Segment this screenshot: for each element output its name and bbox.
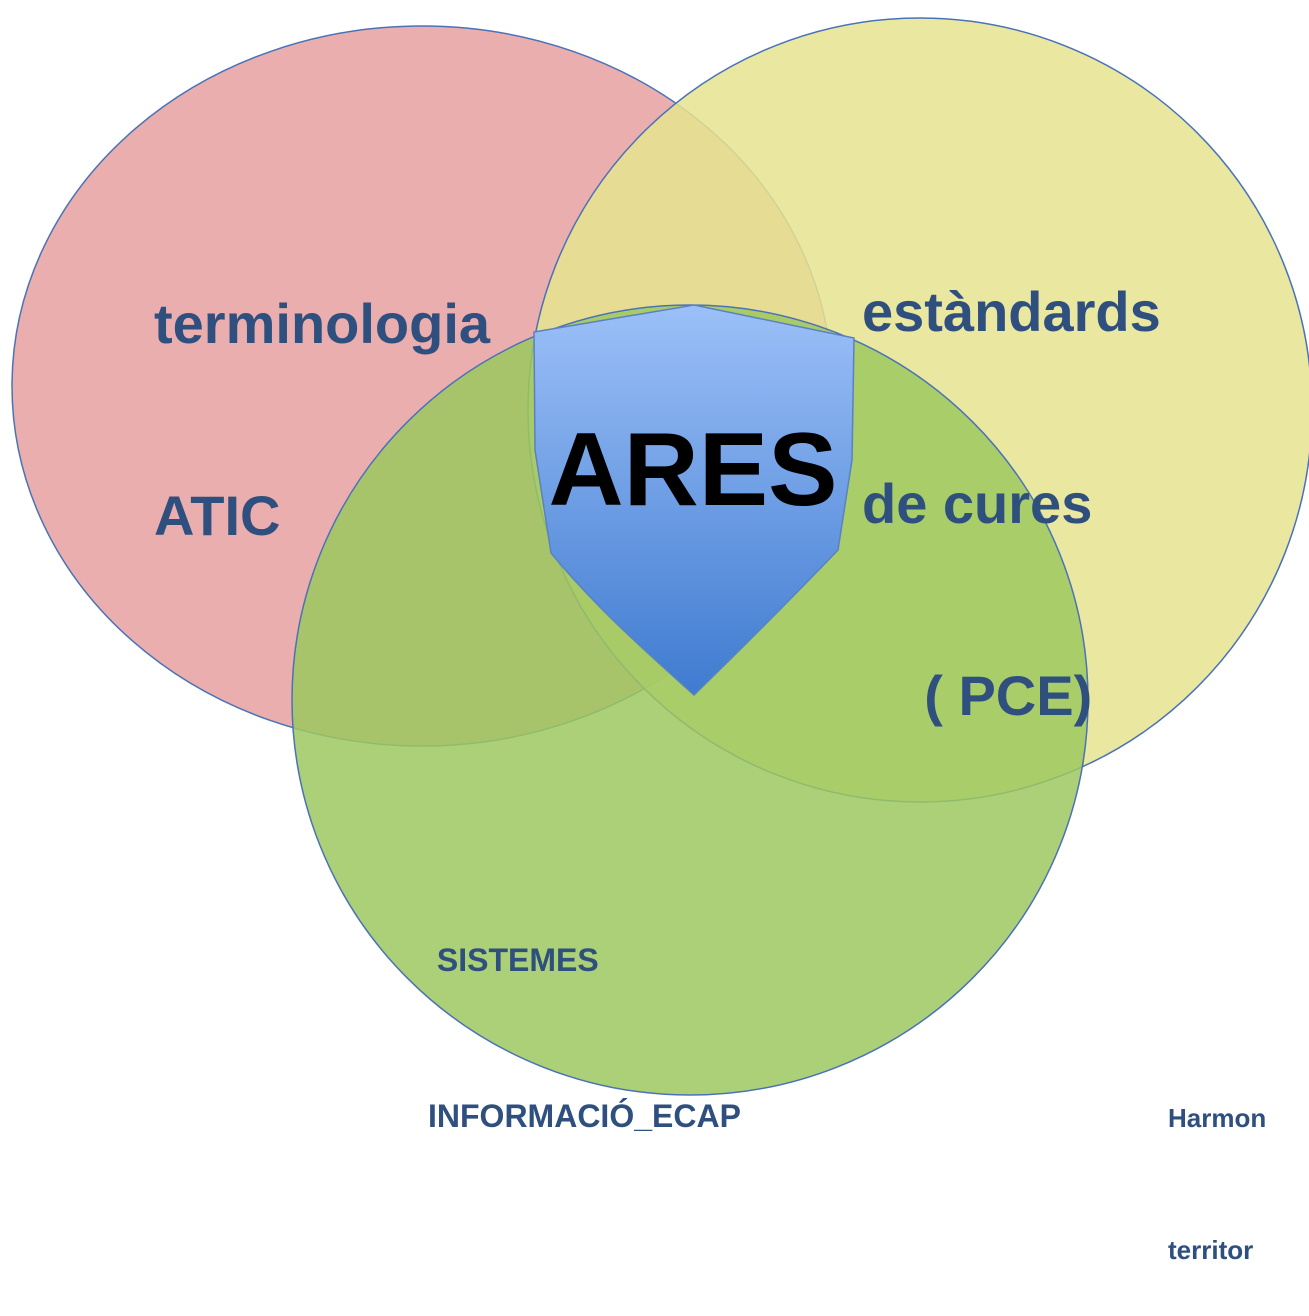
circle-estandards-line-2: de cures [862,472,1093,535]
circle-terminologia-line-2: ATIC [154,484,281,547]
circle-sistemes-line-2: INFORMACIÓ_ECAP [428,1098,741,1134]
circle-terminologia-label: terminologia ATIC [154,164,490,612]
circle-estandards-line-3: ( PCE) [862,664,1093,727]
circle-estandards-label: estàndards de cures ( PCE) [862,152,1161,792]
footer-line-1: Harmon [1168,1103,1267,1133]
circle-sistemes-label: SISTEMES INFORMACIÓ_ECAP [428,830,741,1194]
footer-text: Harmon territor [1168,1008,1266,1316]
ares-label: ARES [548,412,838,528]
circle-terminologia-line-1: terminologia [154,292,491,355]
circle-estandards-line-1: estàndards [862,280,1161,343]
footer-line-2: territor [1168,1235,1254,1265]
circle-sistemes-line-1: SISTEMES [428,942,599,978]
venn-diagram [11,17,1309,1096]
ares-shield [533,304,855,697]
